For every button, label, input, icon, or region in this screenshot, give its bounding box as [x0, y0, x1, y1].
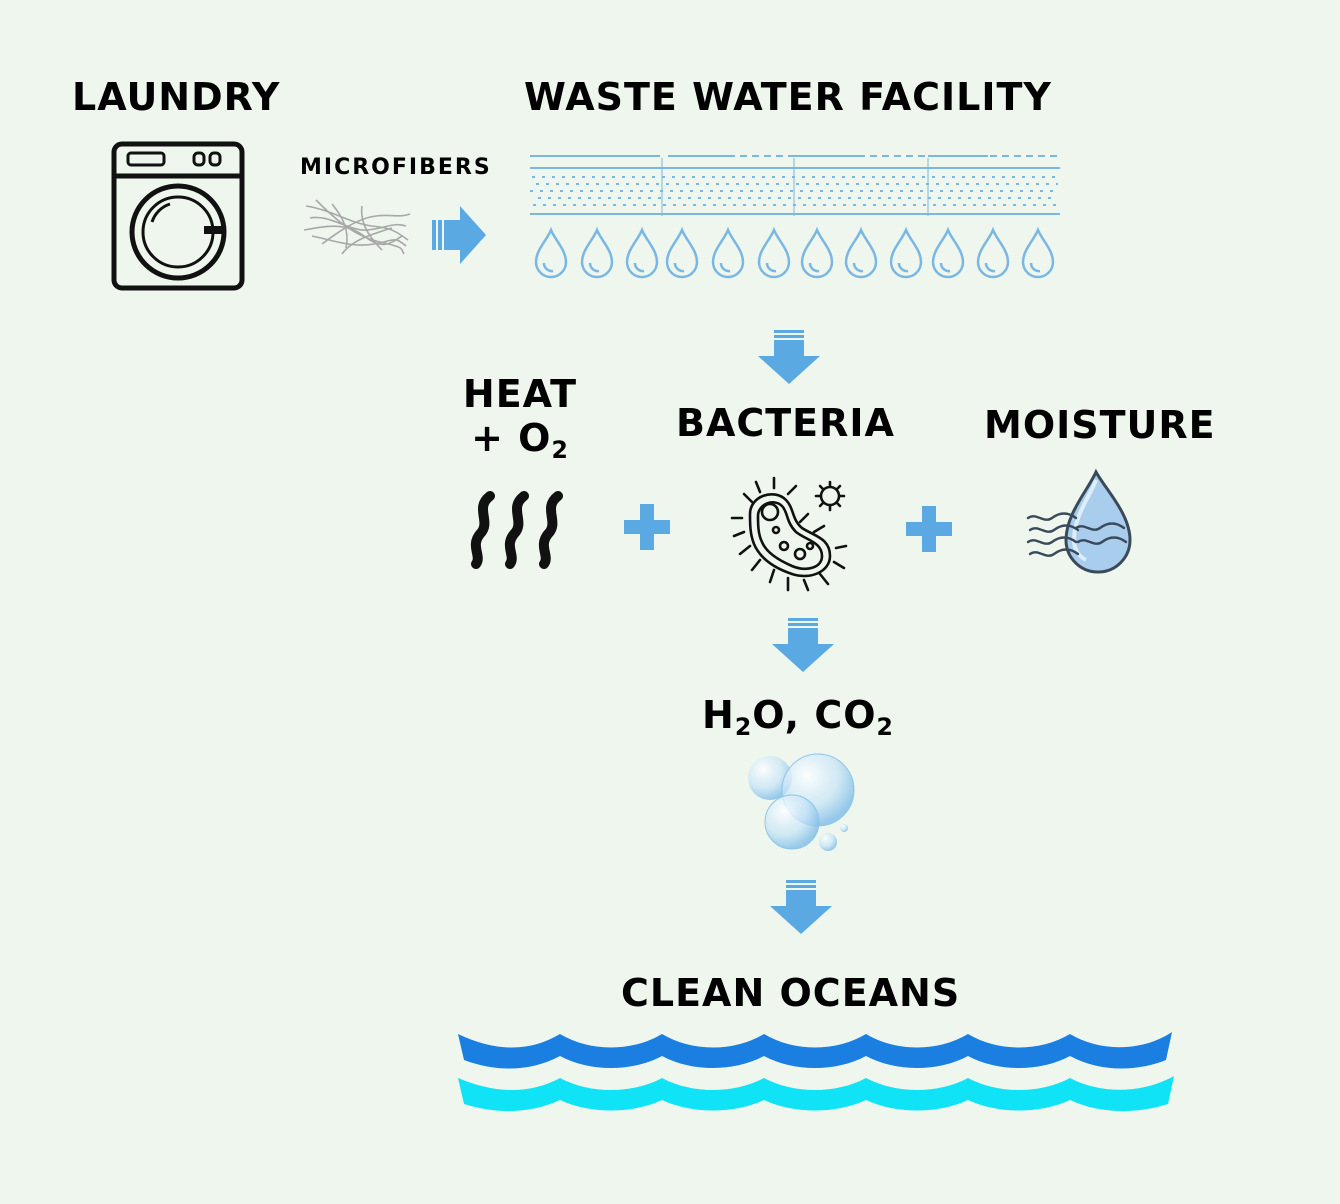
- label-microfibers: MICROFIBERS: [300, 155, 492, 180]
- label-moisture: MOISTURE: [984, 403, 1216, 447]
- label-waste-water-facility: WASTE WATER FACILITY: [524, 75, 1052, 119]
- o2-subscript: 2: [551, 435, 569, 464]
- washing-machine-icon: [111, 141, 245, 291]
- ocean-waves-icon: [458, 1032, 1174, 1112]
- label-bacteria: BACTERIA: [676, 401, 895, 445]
- co2-subscript: 2: [876, 712, 894, 741]
- label-h2o-co2: H2O, CO2: [702, 693, 894, 738]
- arrow-down-icon: [758, 330, 820, 384]
- water-drop-icon: [534, 228, 1055, 279]
- label-clean-oceans: CLEAN OCEANS: [621, 971, 961, 1015]
- plus-icon: [906, 506, 952, 552]
- label-laundry: LAUNDRY: [72, 75, 281, 119]
- arrow-right-icon: [432, 206, 486, 264]
- heat-text: HEAT: [462, 372, 578, 416]
- o2-text: + O: [471, 416, 552, 460]
- o-co-text: O, CO: [752, 693, 877, 737]
- label-heat-o2: HEAT + O2: [440, 372, 600, 465]
- arrow-down-icon: [770, 880, 832, 934]
- h-text: H: [702, 693, 735, 737]
- h2o-subscript: 2: [734, 712, 753, 741]
- heat-waves-icon: [470, 491, 563, 569]
- moisture-drop-icon: [1026, 468, 1132, 574]
- bubbles-icon: [748, 753, 855, 851]
- arrow-down-icon: [772, 618, 834, 672]
- microfibers-icon: [303, 199, 411, 255]
- plus-icon: [624, 504, 670, 550]
- filter-layers-icon: [530, 155, 1060, 216]
- bacteria-icon: [730, 476, 848, 592]
